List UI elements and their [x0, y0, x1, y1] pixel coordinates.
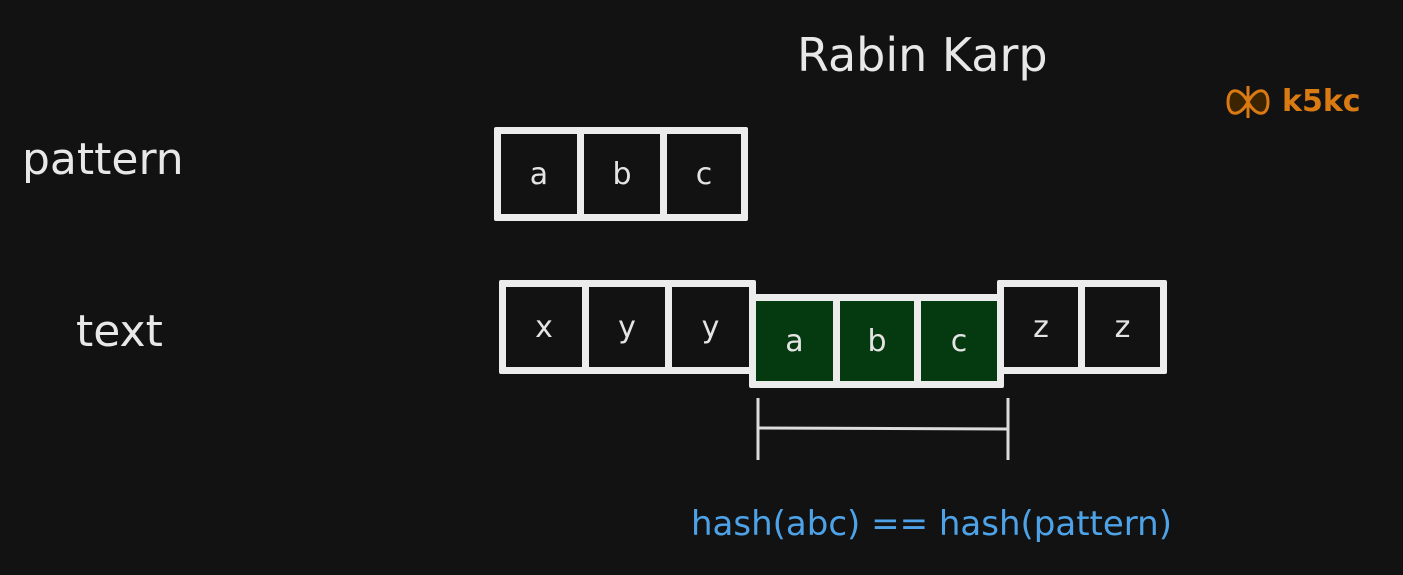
- text-cell-highlighted: a: [749, 294, 840, 388]
- logo-text: k5kc: [1282, 84, 1361, 119]
- text-cell: x: [499, 280, 589, 374]
- diagram-title: Rabin Karp: [797, 28, 1048, 82]
- logo: k5kc: [1226, 84, 1361, 119]
- hash-comparison-caption: hash(abc) == hash(pattern): [691, 504, 1172, 544]
- pattern-cell: c: [660, 127, 748, 221]
- text-cell: y: [665, 280, 756, 374]
- pattern-cell: a: [494, 127, 584, 221]
- pattern-cell: b: [577, 127, 667, 221]
- text-cell: y: [582, 280, 672, 374]
- butterfly-icon: [1226, 85, 1270, 118]
- text-cell: z: [997, 280, 1085, 374]
- text-label: text: [76, 306, 163, 357]
- text-cell-highlighted: b: [833, 294, 921, 388]
- pattern-label: pattern: [22, 134, 184, 185]
- text-cell: z: [1078, 280, 1167, 374]
- window-span-bracket: [756, 398, 1010, 460]
- text-cell-highlighted: c: [914, 294, 1004, 388]
